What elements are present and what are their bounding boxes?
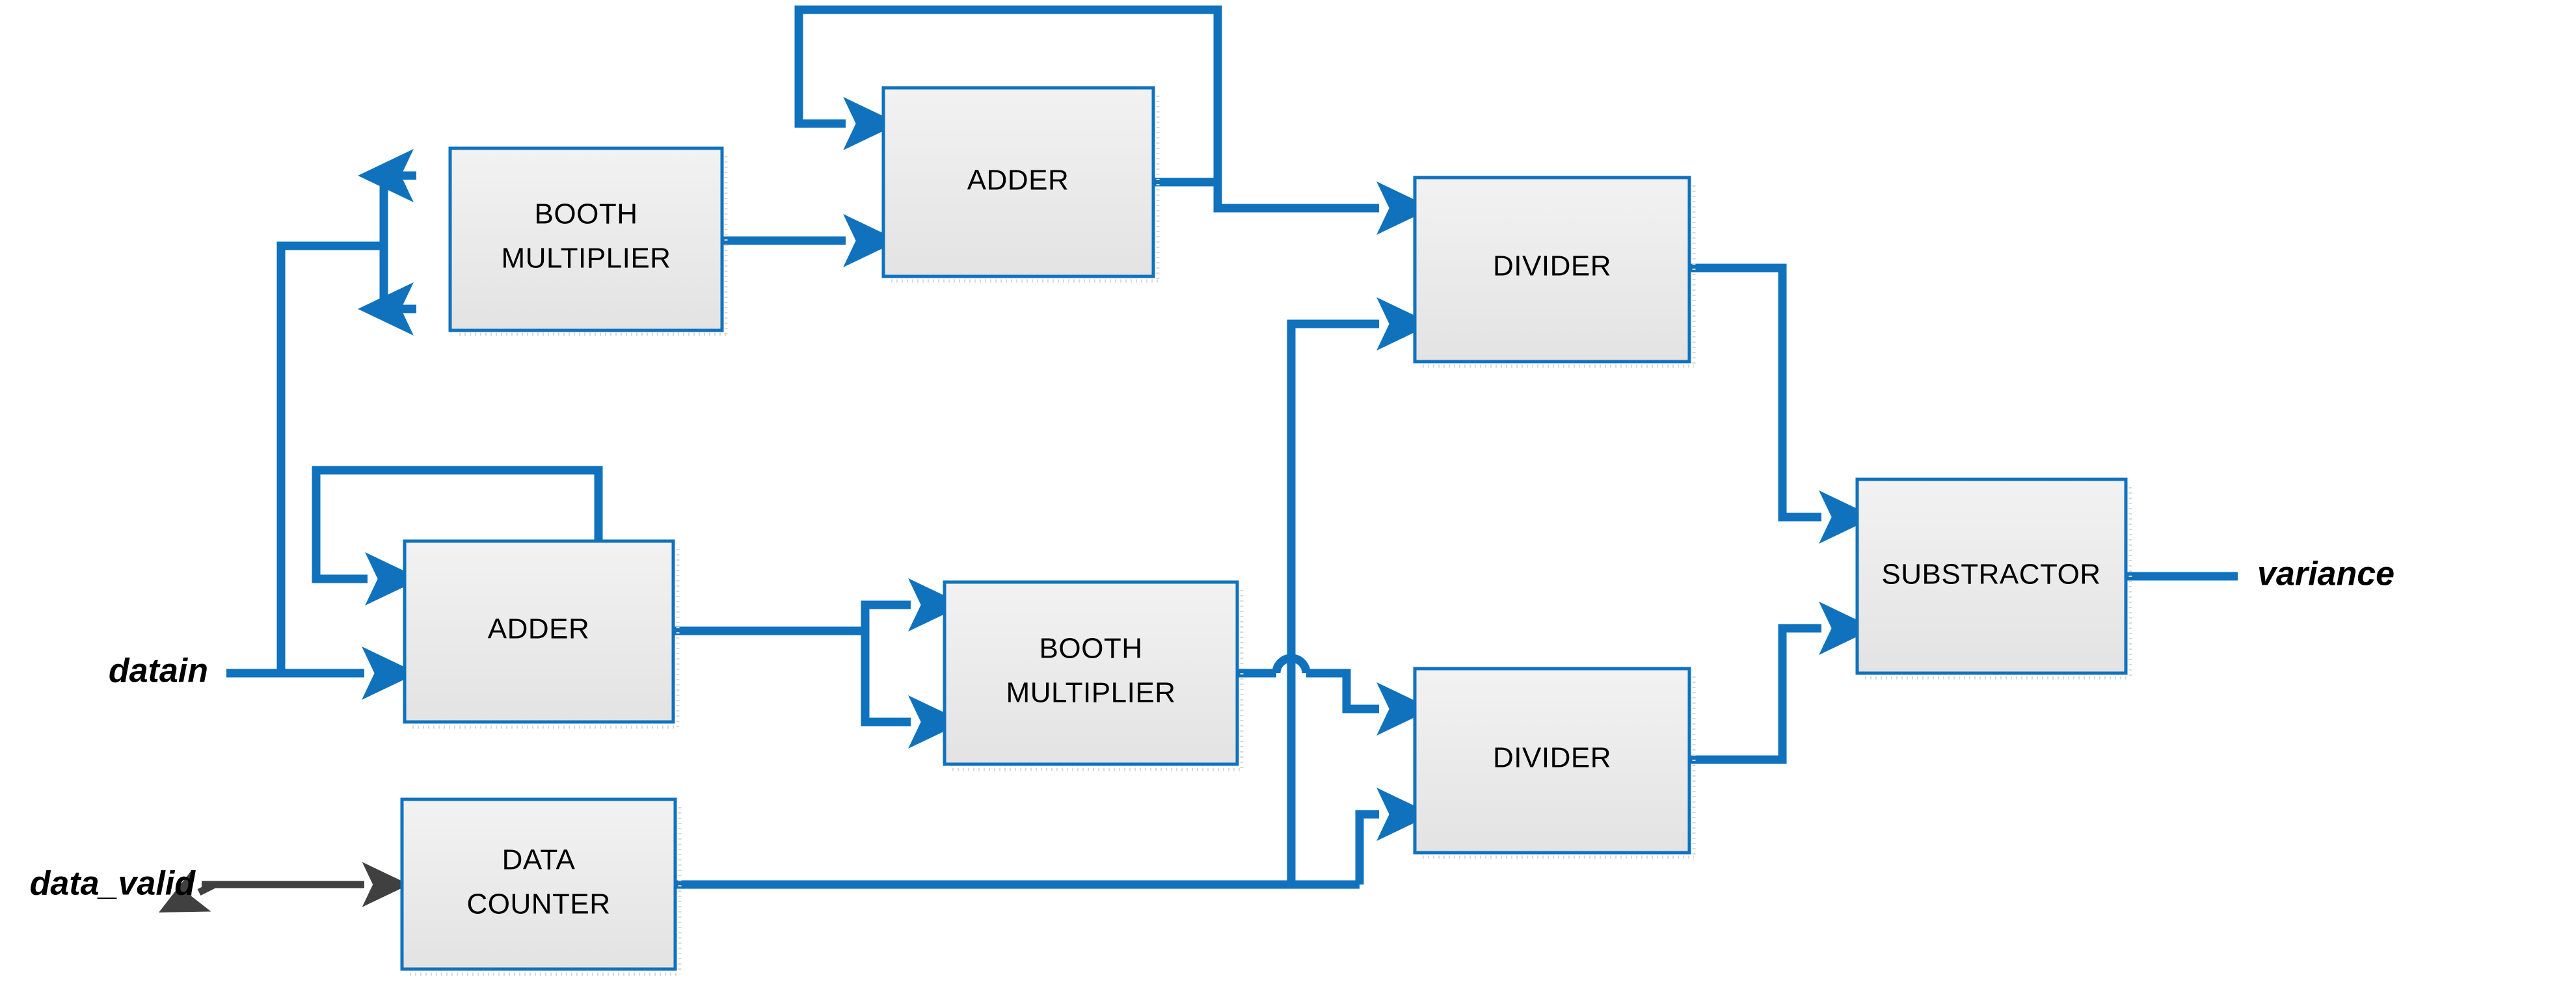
block-adder-top[interactable]: ADDER: [881, 86, 1160, 283]
block-label-line1: DATA: [502, 844, 576, 876]
block-label: ADDER: [967, 165, 1069, 196]
block-divider-top[interactable]: DIVIDER: [1413, 176, 1696, 368]
block-label: SUBSTRACTOR: [1881, 559, 2100, 591]
wire-counter-to-divider-bottom: [1355, 788, 1432, 885]
block-label-line2: COUNTER: [466, 888, 610, 920]
wire-divider-bottom-to-substractor: [1689, 602, 1875, 764]
block-booth-multiplier-top[interactable]: BOOTH MULTIPLIER: [448, 146, 728, 336]
block-label-line2: MULTIPLIER: [1006, 677, 1176, 709]
wire-divider-top-to-substractor: [1689, 263, 1875, 544]
block-data-counter[interactable]: DATA COUNTER: [400, 797, 682, 976]
block-label-line1: BOOTH: [535, 198, 638, 230]
block-label: DIVIDER: [1493, 250, 1611, 282]
wire-data-valid-to-counter: [159, 862, 410, 913]
block-label: DIVIDER: [1493, 742, 1611, 774]
block-label-line1: BOOTH: [1040, 633, 1143, 665]
wire-datain-branch-up: [276, 241, 384, 673]
wire-adder-bottom-feedback: [312, 466, 603, 631]
wire-booth-top-split: [358, 149, 416, 336]
block-adder-bottom[interactable]: ADDER: [403, 539, 680, 729]
wire-adder-top-to-divider-top: [1153, 178, 1432, 235]
wire-adder-bottom-to-booth-bottom: [673, 578, 964, 749]
io-label-variance: variance: [2257, 555, 2395, 593]
block-substractor[interactable]: SUBSTRACTOR: [1855, 477, 2132, 680]
io-label-data-valid: data_valid: [30, 865, 196, 903]
block-booth-multiplier-bottom[interactable]: BOOTH MULTIPLIER: [943, 580, 1244, 771]
wire-booth-bottom-to-divider-bottom: [1237, 654, 1432, 736]
block-label: ADDER: [488, 613, 590, 645]
block-divider-bottom[interactable]: DIVIDER: [1413, 667, 1696, 859]
block-label-line2: MULTIPLIER: [502, 243, 671, 274]
wire-counter-to-divider-top: [1287, 297, 1432, 885]
wire-adder-top-feedback: [794, 5, 1222, 182]
io-label-datain: datain: [109, 652, 208, 690]
